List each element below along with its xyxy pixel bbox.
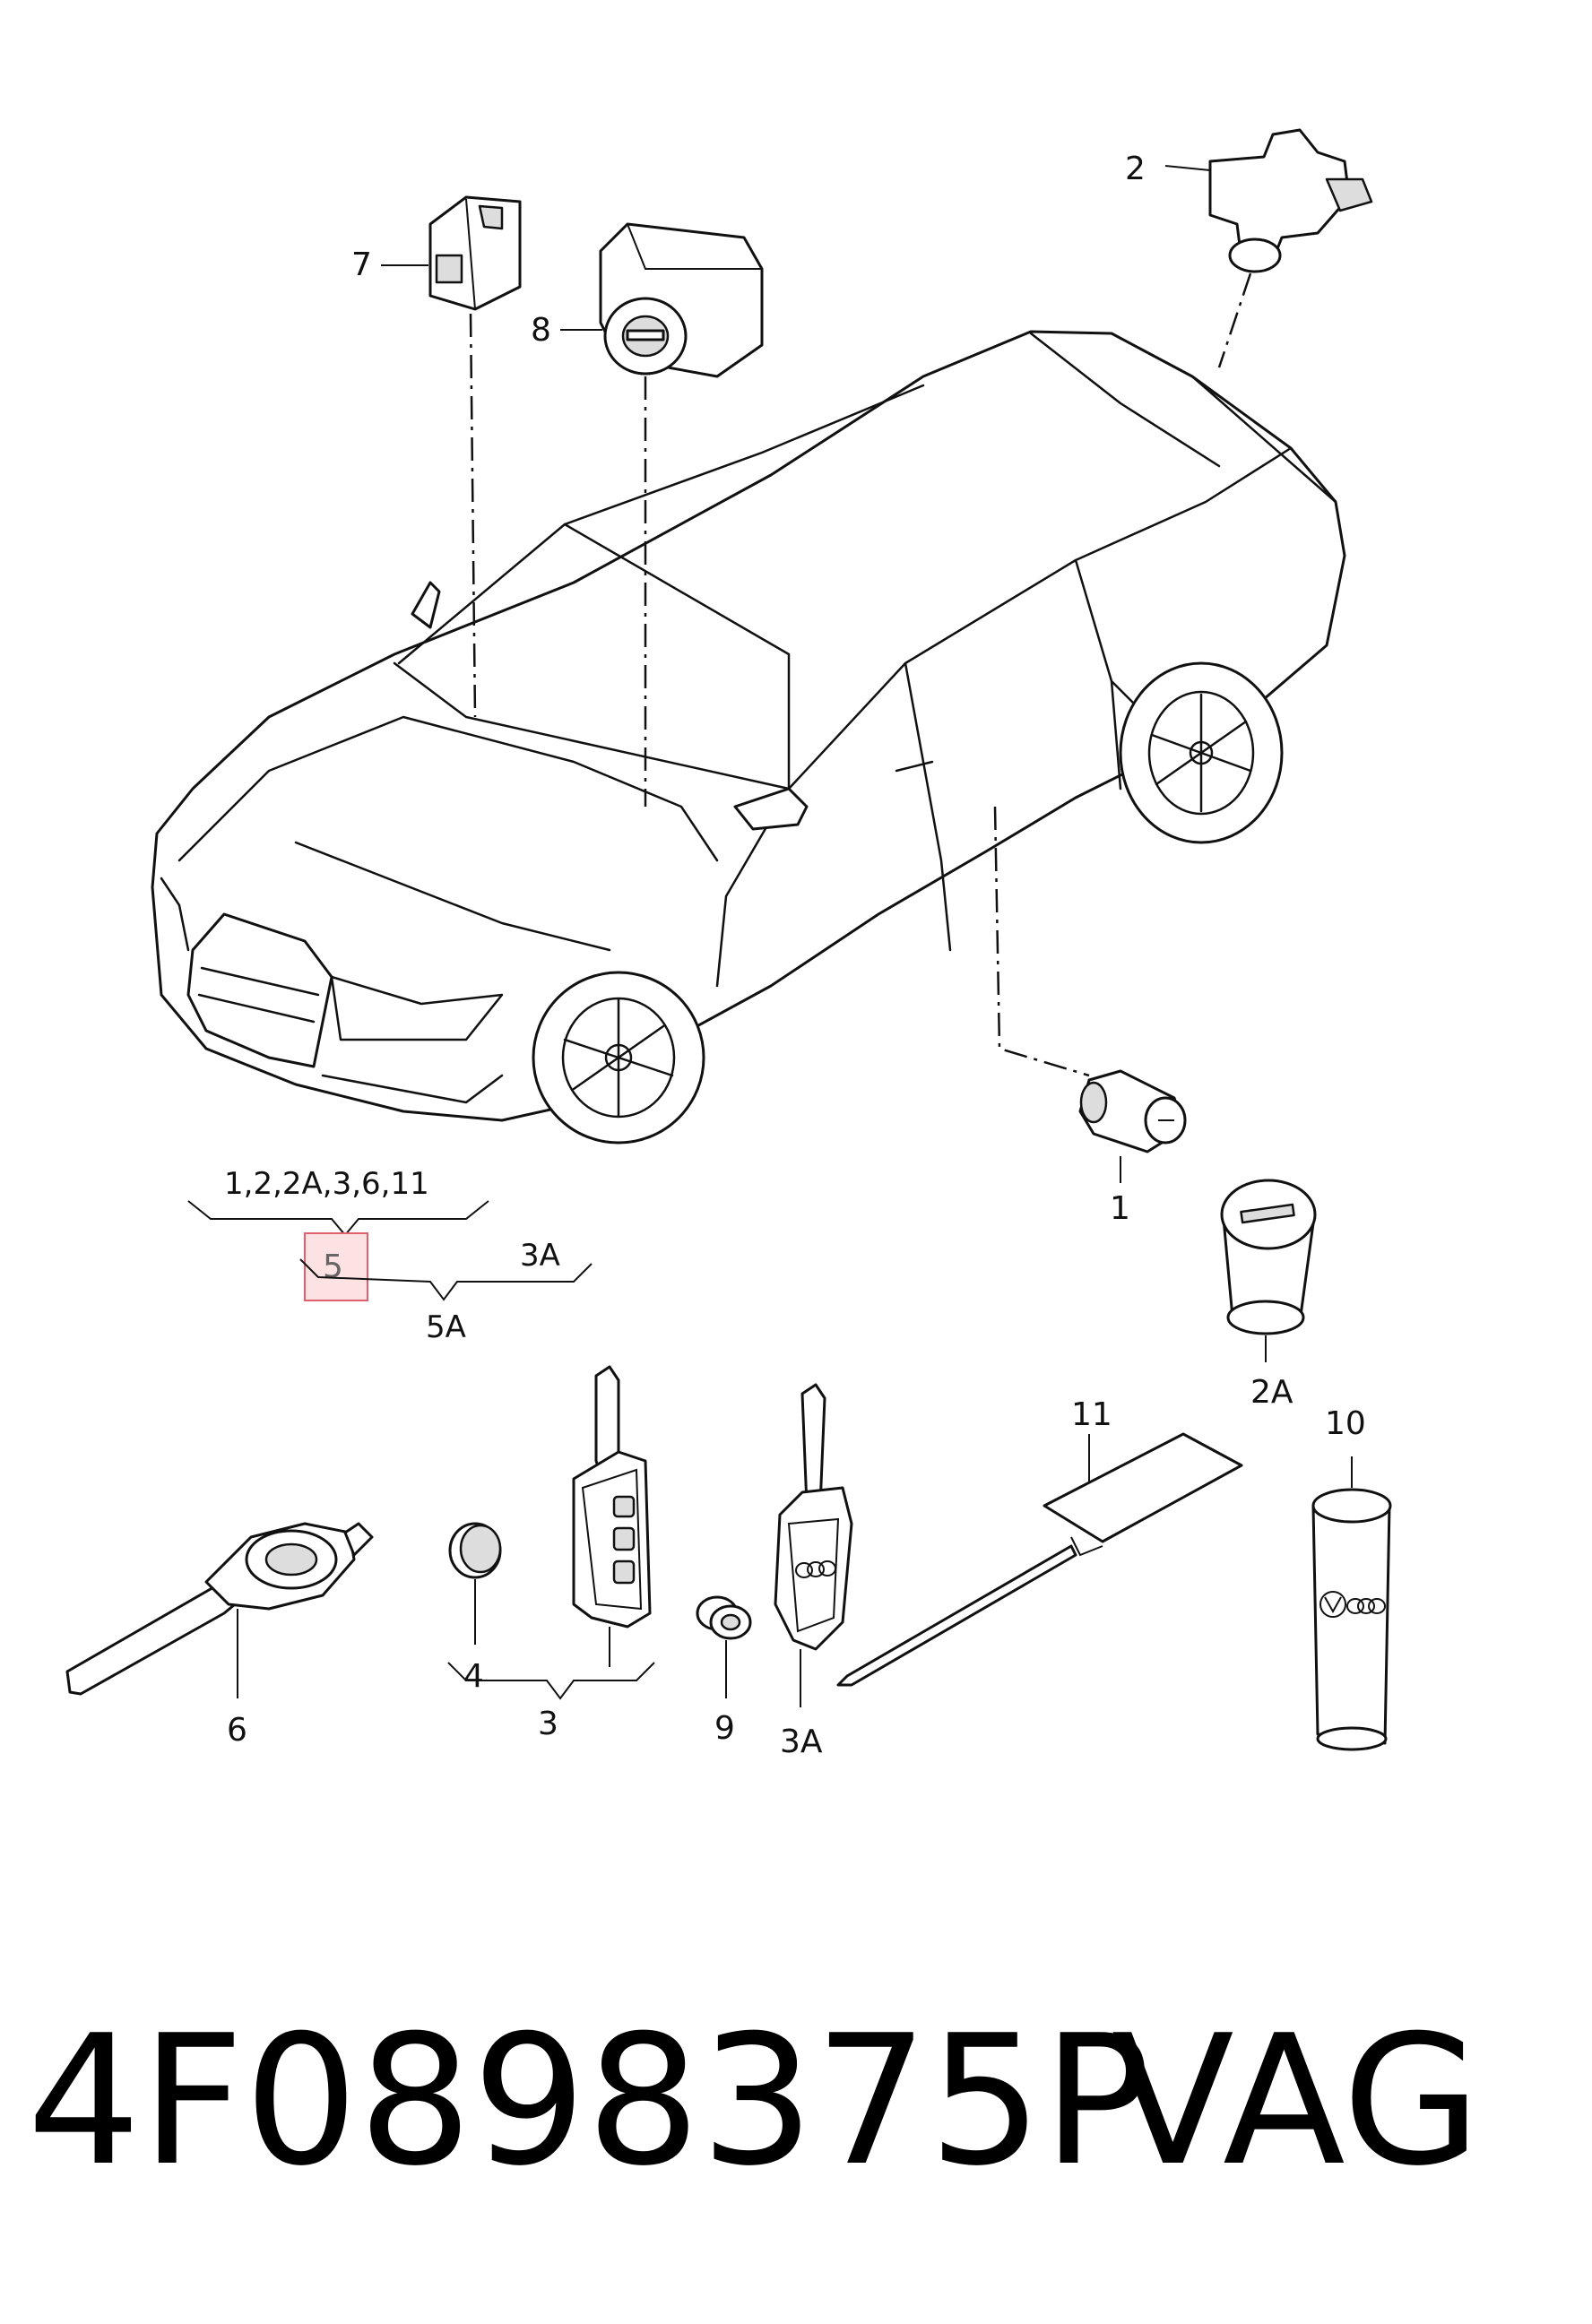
group-label-5A: 5A — [426, 1309, 466, 1345]
callout-11: 11 — [1071, 1396, 1112, 1433]
part-9-cap: 9 — [696, 1595, 752, 1747]
callout-7: 7 — [351, 246, 372, 283]
callout-2: 2 — [1125, 151, 1146, 187]
part-3-flip-key: 3 — [447, 1365, 655, 1742]
set-group-brackets: 1,2,2A,3,6,11 5 3A 5A — [187, 1166, 593, 1345]
callout-2A: 2A — [1250, 1374, 1294, 1411]
callout-3: 3 — [538, 1706, 558, 1742]
callout-1: 1 — [1110, 1190, 1130, 1227]
group-label-3A: 3A — [520, 1238, 560, 1274]
vw-logo-icon — [1319, 1591, 1346, 1618]
callout-4: 4 — [463, 1658, 484, 1695]
part-2-lock-unit: 2 — [1125, 128, 1373, 368]
part-6-emergency-key: 6 — [65, 1522, 374, 1749]
rear-wheel — [1119, 661, 1284, 844]
callout-9: 9 — [714, 1710, 735, 1747]
front-wheel — [532, 971, 705, 1145]
callout-3A: 3A — [780, 1724, 823, 1760]
audi-rings-icon — [795, 1560, 836, 1578]
highlight-box — [304, 1232, 368, 1301]
car-illustration — [151, 330, 1346, 1145]
part-2A-cylinder: 2A — [1220, 1179, 1317, 1411]
brand-name: VAG — [1112, 1997, 1482, 2206]
callout-10: 10 — [1325, 1405, 1366, 1442]
part-11-transponder-tag: 11 — [836, 1396, 1243, 1687]
part-3A-remote-key: 3A — [774, 1383, 853, 1760]
part-8-ignition-lock: 8 — [531, 222, 764, 807]
part-10-canister: 10 — [1311, 1405, 1392, 1751]
callout-6: 6 — [227, 1712, 247, 1749]
group-label-set-top: 1,2,2A,3,6,11 — [224, 1166, 429, 1202]
callout-8: 8 — [531, 312, 551, 349]
audi-rings-icon-canister — [1346, 1598, 1386, 1614]
part-7-switch: 7 — [351, 195, 522, 718]
part-1-door-cylinder: 1 — [993, 806, 1187, 1227]
footer-caption: 4F0898375P VAG — [27, 1985, 1569, 2218]
group-label-highlight: 5 — [323, 1248, 343, 1285]
part-number: 4F0898375P — [27, 1997, 1151, 2206]
part-4-battery: 4 — [448, 1522, 502, 1695]
